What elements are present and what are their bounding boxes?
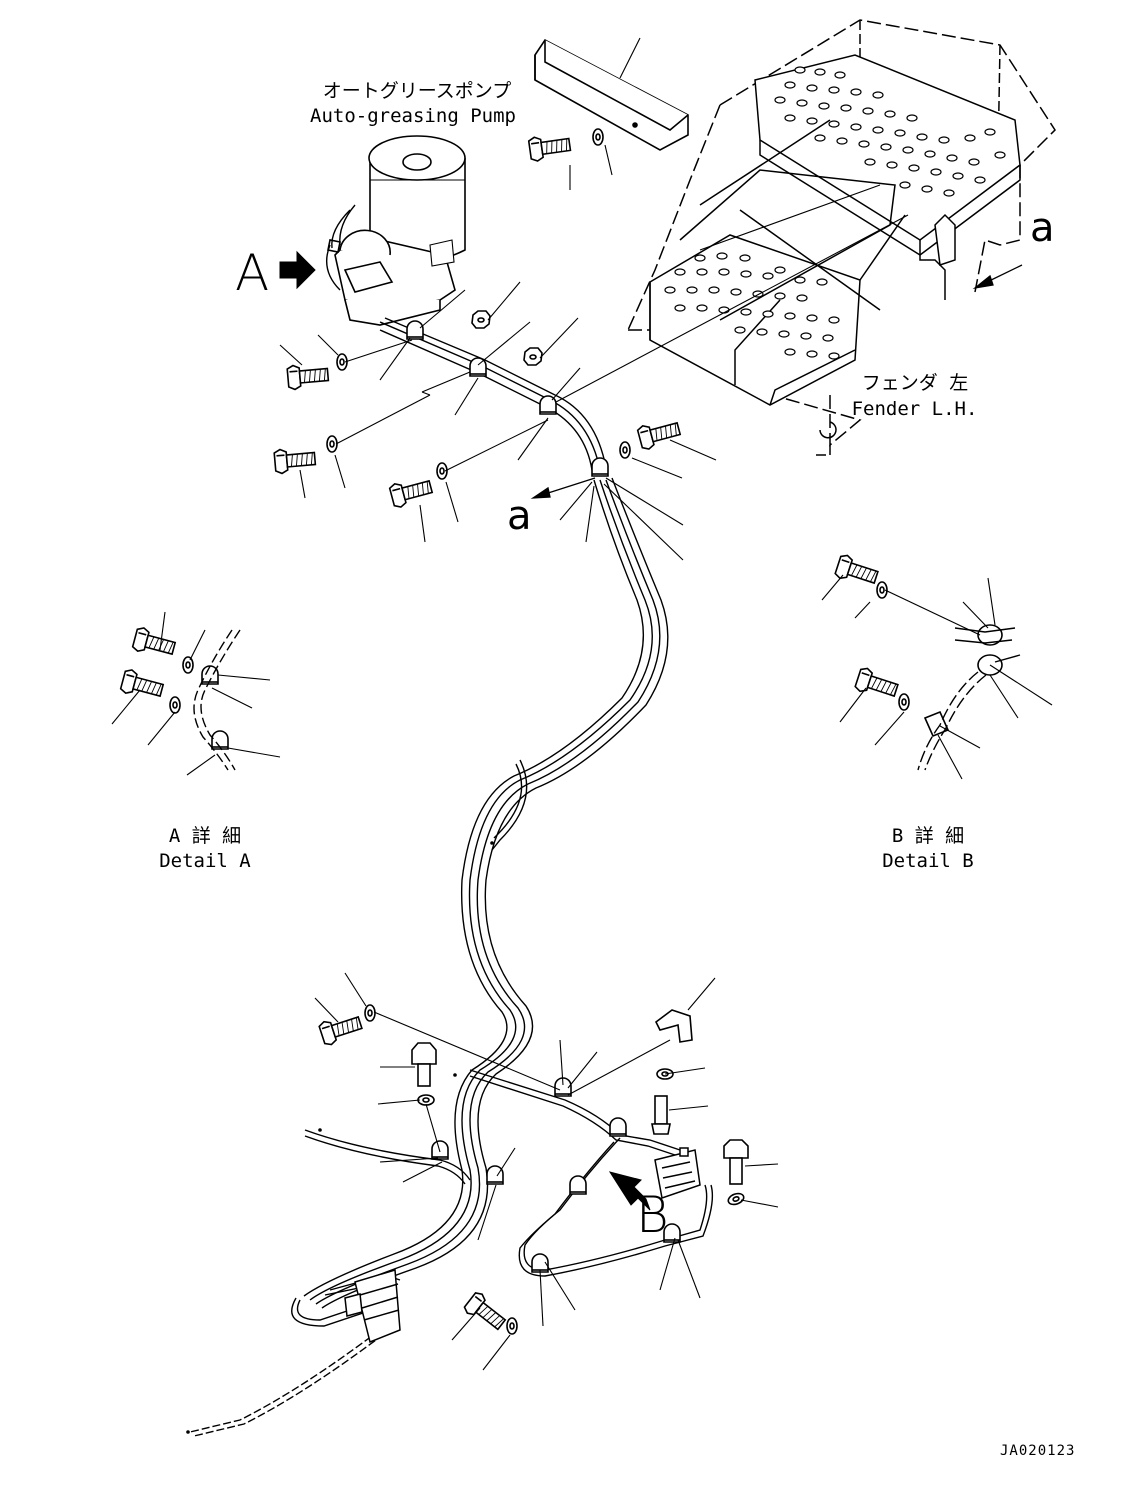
- leader-lines-lower: [314, 972, 779, 1371]
- step-perforations: [664, 252, 840, 360]
- detail-a-title-jp: A 詳 細: [168, 825, 242, 847]
- pump-hoses: [326, 204, 356, 291]
- ref-arrow-a-mid: [530, 477, 596, 499]
- detail-b-title-en: Detail B: [882, 850, 974, 872]
- detail-a-title-en: Detail A: [159, 850, 251, 872]
- view-arrow-a: [279, 250, 316, 290]
- vertical-bolt-right: [651, 1095, 749, 1185]
- leader-lines-main: [279, 184, 909, 561]
- vertical-bolt: [411, 1042, 437, 1087]
- view-arrow-b: [608, 1171, 651, 1211]
- fender-title-en: Fender L.H.: [851, 398, 978, 420]
- view-label-a: A: [235, 244, 270, 302]
- fender-lh: [627, 19, 1056, 456]
- bottom-dots: [186, 841, 494, 1434]
- valve-block: [654, 1147, 701, 1199]
- fender-title-jp: フェンダ 左: [861, 372, 969, 394]
- detail-b-title-jp: B 詳 細: [891, 825, 965, 847]
- auto-greasing-pump: [327, 135, 466, 326]
- main-hose-harness: [189, 317, 714, 1437]
- pump-title-en: Auto-greasing Pump: [310, 105, 516, 127]
- drawing-code: JA020123: [1000, 1443, 1076, 1459]
- detail-a: [111, 611, 281, 776]
- distributor-block: [344, 1269, 401, 1344]
- angle-bracket: [534, 38, 689, 151]
- ref-label-a-mid: a: [507, 493, 532, 539]
- elbow-fitting: [654, 1009, 693, 1043]
- fender-perforations: [774, 66, 1006, 197]
- view-label-b: B: [636, 1186, 669, 1244]
- ref-label-a-top: a: [1030, 205, 1055, 251]
- leader-lines-top: [569, 37, 641, 190]
- ref-arrow-a-top: [972, 264, 1023, 290]
- pump-title-jp: オートグリースポンプ: [322, 80, 512, 102]
- detail-b: [821, 552, 1053, 780]
